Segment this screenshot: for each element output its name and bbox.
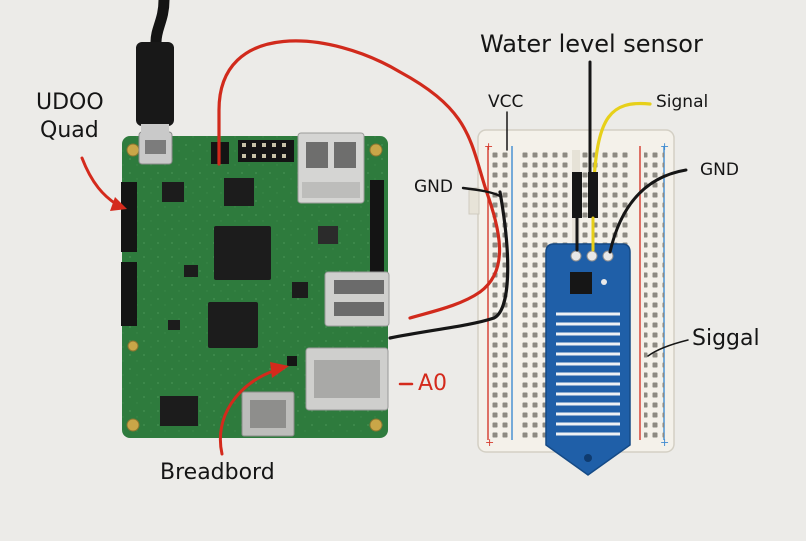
breadbord-arrowhead xyxy=(270,362,289,378)
vcc-label: VCC xyxy=(488,92,524,112)
hdmi-port xyxy=(305,347,389,411)
black-wire-left xyxy=(388,190,510,340)
ethernet-port xyxy=(297,132,365,204)
udoo-quad-board xyxy=(121,131,390,438)
red-wire xyxy=(217,39,488,192)
signal-label: Signal xyxy=(656,92,709,112)
udoo-arrowhead xyxy=(110,197,127,211)
svg-text:+: + xyxy=(484,140,493,153)
a0-pin xyxy=(287,356,297,366)
siggal-label: Siggal xyxy=(692,326,760,351)
water-level-sensor xyxy=(545,243,631,476)
gnd-left-label: GND xyxy=(414,177,453,197)
top-pin-header xyxy=(211,140,294,164)
a0-label: A0 xyxy=(418,371,448,396)
svg-text:+: + xyxy=(660,436,669,449)
usb-a-port xyxy=(324,271,390,327)
annotation-arrows xyxy=(80,156,414,456)
sd-card-slot xyxy=(241,391,295,437)
yellow-signal-wire xyxy=(592,101,652,182)
sensor-chip xyxy=(570,272,592,294)
svg-text:+: + xyxy=(660,140,669,153)
black-gnd-wire-right xyxy=(608,168,688,254)
left-gpio-header xyxy=(121,182,137,326)
usb-plug xyxy=(136,42,174,126)
breadbord-label: Breadbord xyxy=(160,460,275,485)
sensor-pins xyxy=(570,250,614,262)
udoo-arrow xyxy=(80,156,118,206)
mounting-holes xyxy=(126,143,383,432)
sensor-traces xyxy=(556,312,620,436)
usb-cable xyxy=(136,0,174,138)
title-label: Water level sensor xyxy=(480,30,703,58)
udoo-label-line2: Quad xyxy=(40,118,99,143)
udoo-label-line1: UDOO xyxy=(36,90,104,115)
svg-text:+: + xyxy=(485,436,494,449)
right-gpio-header xyxy=(370,180,384,278)
chips xyxy=(160,178,338,426)
breadbord-arrow xyxy=(219,368,278,456)
wires xyxy=(217,39,689,357)
gnd-right-label: GND xyxy=(700,160,739,180)
